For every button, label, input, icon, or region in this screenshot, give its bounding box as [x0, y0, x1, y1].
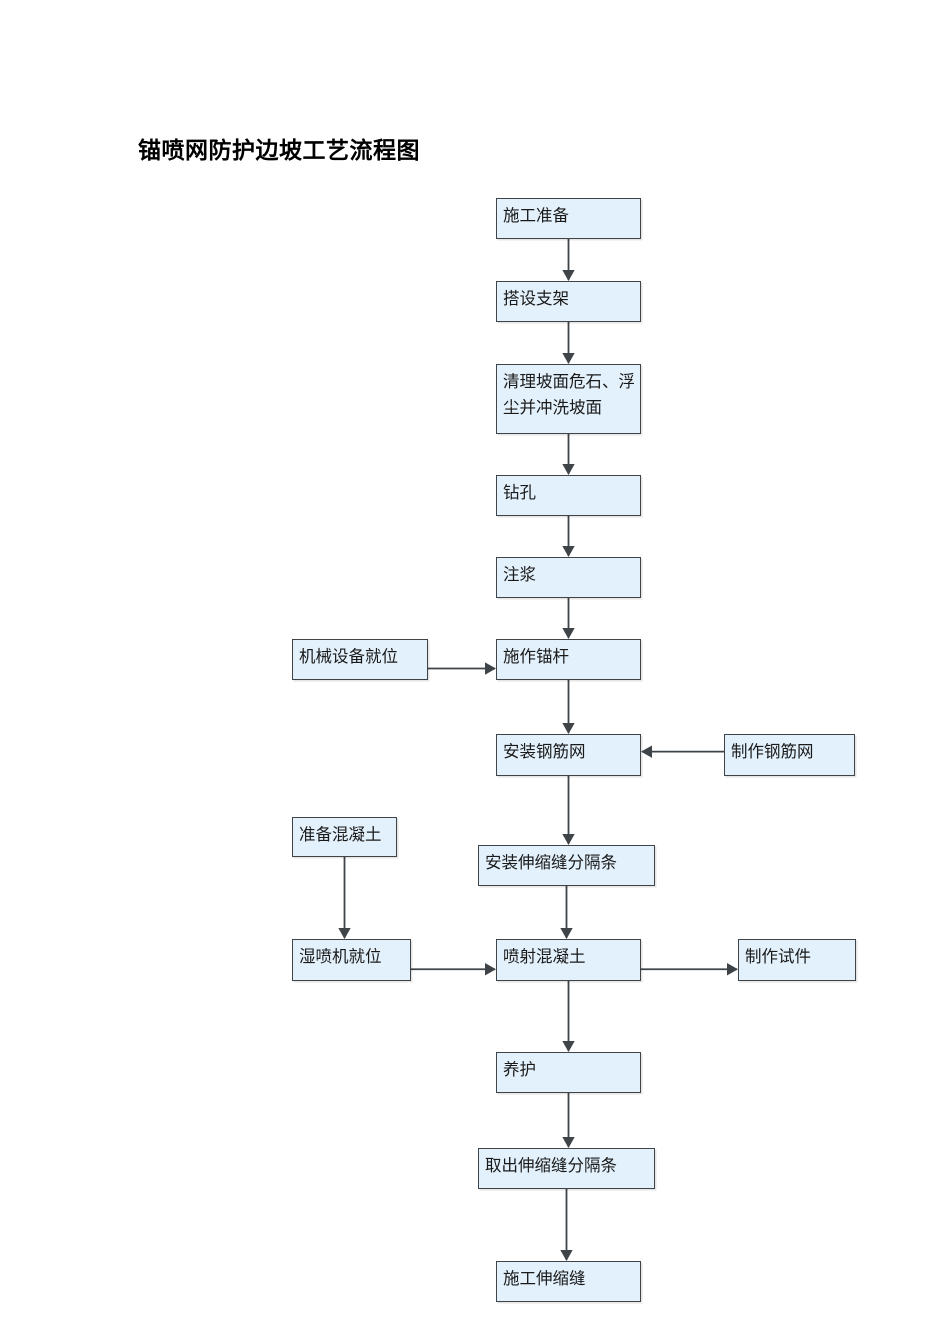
- flow-connector-c5-arrowhead-icon: [562, 628, 575, 639]
- flow-node-label: 机械设备就位: [299, 647, 398, 666]
- flow-node-n4[interactable]: 钻孔: [496, 475, 641, 516]
- flow-connector-c15-arrowhead-icon: [485, 963, 496, 976]
- flow-node-label: 搭设支架: [503, 289, 569, 308]
- flow-connector-c14-arrowhead-icon: [338, 928, 351, 939]
- flow-node-label: 制作试件: [745, 947, 811, 966]
- flow-node-s4[interactable]: 湿喷机就位: [292, 939, 411, 981]
- flow-connector-c3-arrowhead-icon: [562, 464, 575, 475]
- flow-node-label: 施作锚杆: [503, 647, 569, 666]
- flow-node-n6[interactable]: 施作锚杆: [496, 639, 641, 680]
- flow-node-label: 取出伸缩缝分隔条: [485, 1156, 617, 1175]
- flow-node-label: 制作钢筋网: [731, 742, 814, 761]
- flow-node-n2[interactable]: 搭设支架: [496, 281, 641, 322]
- page-title: 锚喷网防护边坡工艺流程图: [138, 137, 420, 163]
- flow-node-label: 安装伸缩缝分隔条: [485, 853, 617, 872]
- flow-node-label: 湿喷机就位: [299, 947, 382, 966]
- flow-node-n5[interactable]: 注浆: [496, 557, 641, 598]
- flow-connector-c6-arrowhead-icon: [562, 723, 575, 734]
- flow-node-label: 施工准备: [503, 206, 569, 225]
- flow-node-n12[interactable]: 施工伸缩缝: [496, 1261, 641, 1302]
- flow-connector-c2-arrowhead-icon: [562, 353, 575, 364]
- flow-node-label: 准备混凝土: [299, 825, 382, 844]
- flow-connector-c1-arrowhead-icon: [562, 270, 575, 281]
- flow-connector-c7-arrowhead-icon: [562, 834, 575, 845]
- flow-connector-c11-arrowhead-icon: [560, 1250, 573, 1261]
- flow-node-label: 清理坡面危石、浮 尘并冲洗坡面: [503, 372, 635, 417]
- flow-node-s5[interactable]: 制作试件: [738, 939, 856, 981]
- flow-node-s2[interactable]: 制作钢筋网: [724, 734, 855, 776]
- flow-node-label: 施工伸缩缝: [503, 1269, 586, 1288]
- flow-connector-c9-arrowhead-icon: [562, 1041, 575, 1052]
- flow-connector-c10-arrowhead-icon: [562, 1137, 575, 1148]
- flow-node-n10[interactable]: 养护: [496, 1052, 641, 1093]
- flow-node-n7[interactable]: 安装钢筋网: [496, 734, 641, 776]
- flow-connector-c12-arrowhead-icon: [485, 662, 496, 675]
- flow-connector-c4-arrowhead-icon: [562, 546, 575, 557]
- flow-node-s1[interactable]: 机械设备就位: [292, 639, 428, 680]
- flow-node-label: 安装钢筋网: [503, 742, 586, 761]
- flow-connector-c13-arrowhead-icon: [641, 745, 652, 758]
- flow-node-n3[interactable]: 清理坡面危石、浮 尘并冲洗坡面: [496, 364, 641, 434]
- flow-node-n1[interactable]: 施工准备: [496, 198, 641, 239]
- flow-node-label: 注浆: [503, 565, 536, 584]
- flow-connector-c16-arrowhead-icon: [727, 963, 738, 976]
- flow-node-n8[interactable]: 安装伸缩缝分隔条: [478, 845, 655, 886]
- flow-connector-c8-arrowhead-icon: [560, 928, 573, 939]
- flow-node-label: 养护: [503, 1060, 536, 1079]
- flow-node-label: 钻孔: [503, 483, 536, 502]
- flow-node-n11[interactable]: 取出伸缩缝分隔条: [478, 1148, 655, 1189]
- flow-node-n9[interactable]: 喷射混凝土: [496, 939, 641, 981]
- flow-node-s3[interactable]: 准备混凝土: [292, 817, 397, 857]
- flow-node-label: 喷射混凝土: [503, 947, 586, 966]
